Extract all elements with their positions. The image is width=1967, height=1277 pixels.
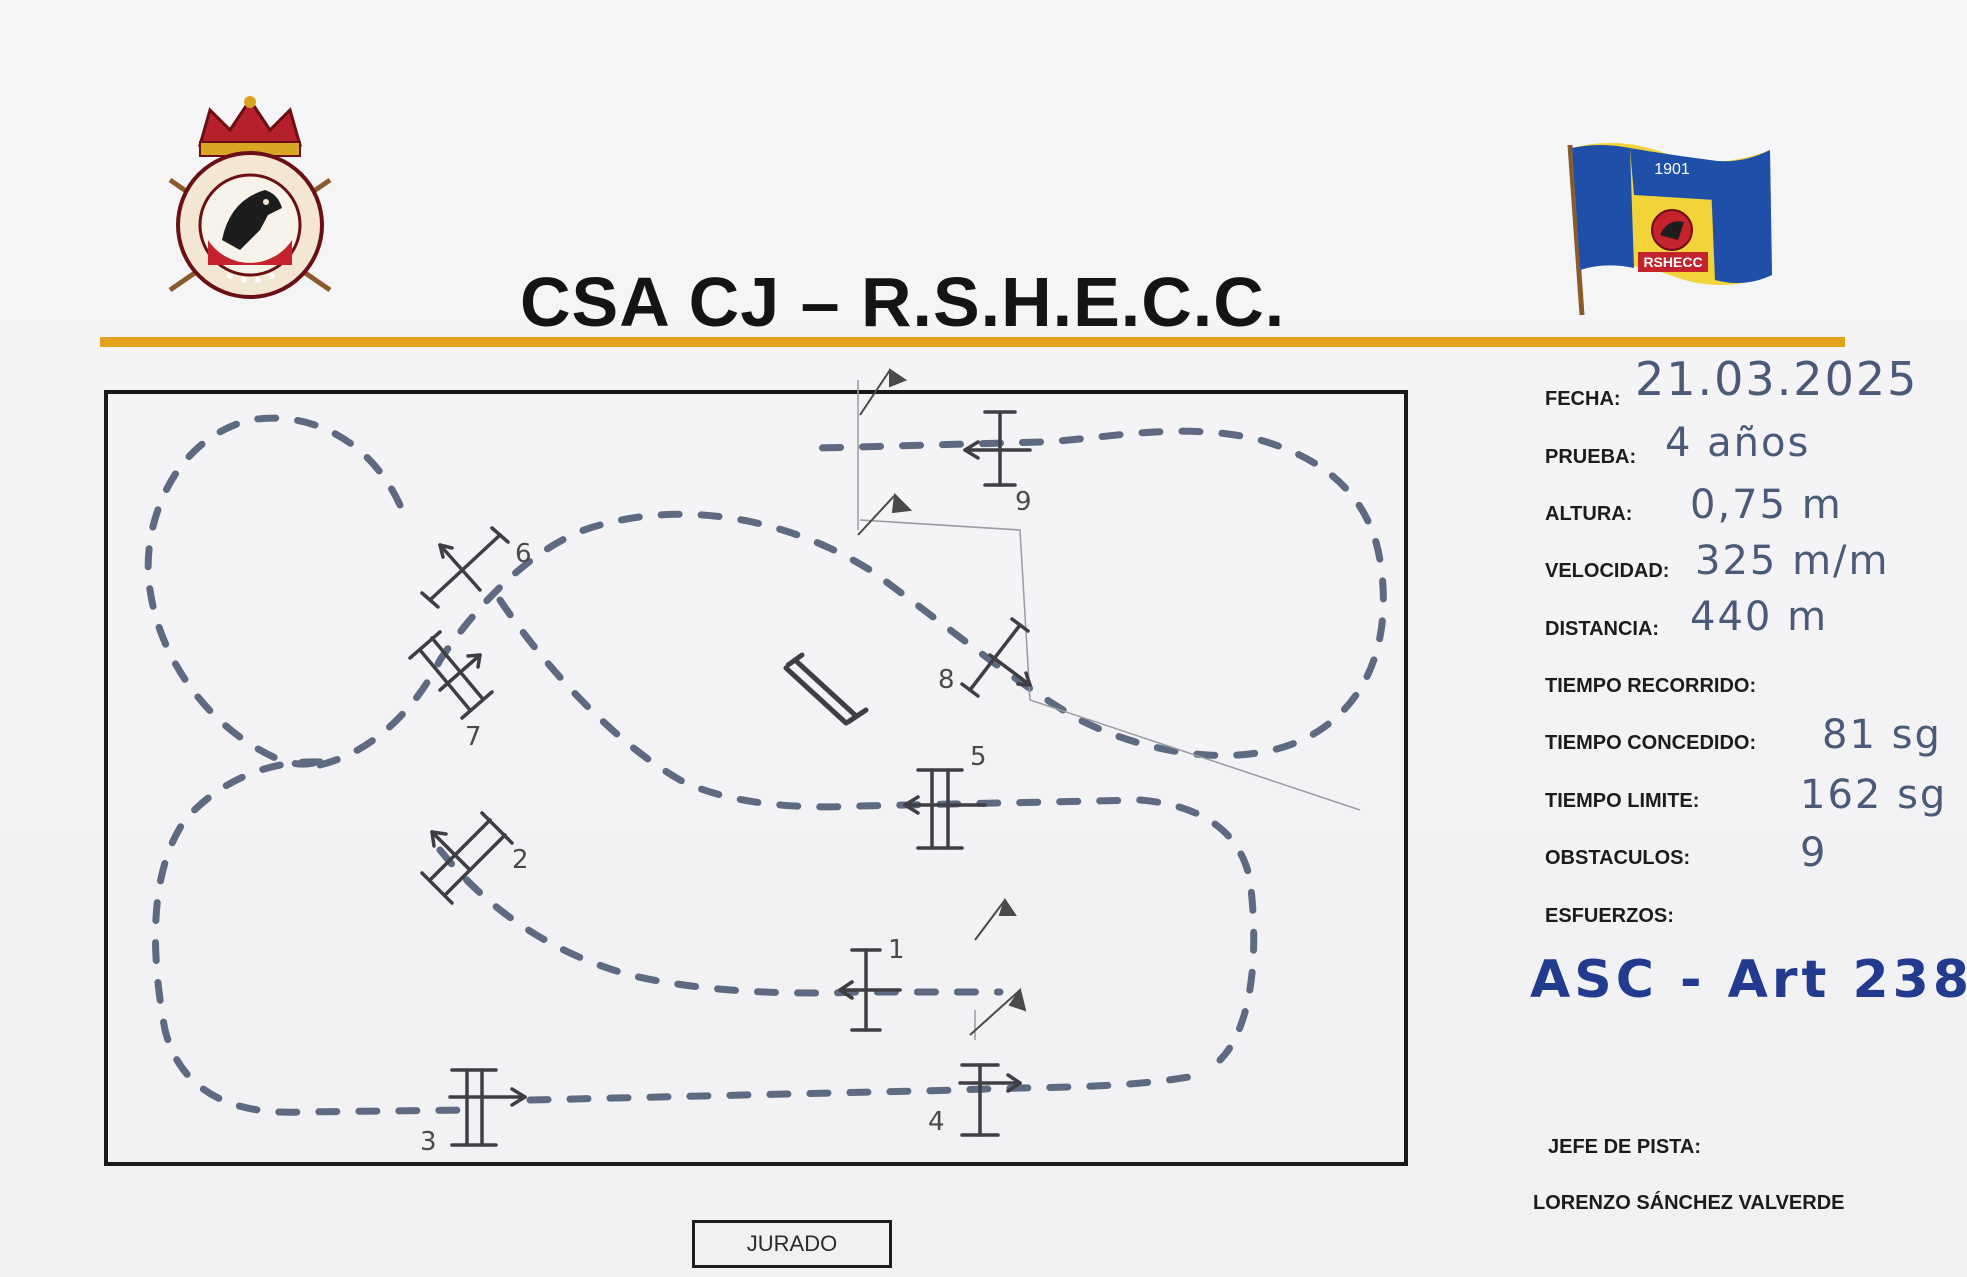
obstacle-number-1: 1 xyxy=(888,935,905,965)
tiempo-concedido-label: TIEMPO CONCEDIDO: xyxy=(1545,732,1757,754)
obstacle-number-9: 9 xyxy=(1015,487,1032,517)
obstaculos-value: 9 xyxy=(1800,830,1828,876)
obstacle-number-2: 2 xyxy=(512,845,529,875)
obstacle-4-icon xyxy=(958,1063,1022,1137)
page-title: CSA CJ – R.S.H.E.C.C. xyxy=(520,263,1286,341)
rshecc-flag-logo: 1901 RSHECC xyxy=(1560,140,1780,320)
prueba-value: 4 años xyxy=(1665,420,1811,466)
obstacle-3-icon xyxy=(448,1068,527,1147)
chief-label: JEFE DE PISTA: xyxy=(1548,1136,1701,1158)
article-reference: ASC - Art 238.1 xyxy=(1530,950,1967,1010)
tiempo-limite-value: 162 sg xyxy=(1800,772,1948,818)
obstacle-8-icon xyxy=(960,617,1032,698)
chief-name: LORENZO SÁNCHEZ VALVERDE xyxy=(1533,1192,1845,1214)
obstacle-number-6: 6 xyxy=(515,539,532,569)
obstacle-number-3: 3 xyxy=(420,1127,437,1157)
obstacle-1-icon xyxy=(838,948,902,1032)
fecha-value: 21.03.2025 xyxy=(1635,352,1919,406)
distancia-value: 440 m xyxy=(1690,594,1829,640)
tiempo-limite-label: TIEMPO LIMITE: xyxy=(1545,790,1700,812)
jury-label: JURADO xyxy=(746,1231,838,1256)
flag-brand-text: RSHECC xyxy=(1643,254,1702,270)
finish-flag-icon xyxy=(969,897,1027,1036)
obstacle-6-icon xyxy=(420,526,510,609)
pencil-guides xyxy=(857,380,1361,1040)
fhm-crest-logo xyxy=(160,90,340,310)
obstacle-2-icon xyxy=(420,811,514,905)
route-path xyxy=(144,414,1387,1116)
velocidad-label: VELOCIDAD: xyxy=(1545,560,1670,582)
jury-box: JURADO xyxy=(692,1220,892,1268)
start-flag-icon xyxy=(857,368,913,536)
obstacle-number-4: 4 xyxy=(928,1107,945,1137)
obstacle-number-5: 5 xyxy=(970,742,987,772)
obstaculos-label: OBSTACULOS: xyxy=(1545,847,1691,869)
obstacle-number-7: 7 xyxy=(465,722,482,752)
header-rule xyxy=(100,337,1845,347)
fecha-label: FECHA: xyxy=(1545,388,1621,410)
distancia-label: DISTANCIA: xyxy=(1545,618,1660,640)
arena-border xyxy=(104,390,1408,1166)
velocidad-value: 325 m/m xyxy=(1695,538,1890,584)
tiempo-concedido-value: 81 sg xyxy=(1822,712,1942,758)
prueba-label: PRUEBA: xyxy=(1545,446,1637,468)
altura-value: 0,75 m xyxy=(1690,482,1843,528)
obstacle-number-8: 8 xyxy=(938,665,955,695)
obstacle-5-icon xyxy=(903,768,987,850)
unnumbered-fence-icon xyxy=(783,652,869,726)
obstacle-7-icon xyxy=(408,630,494,720)
esfuerzos-label: ESFUERZOS: xyxy=(1545,905,1674,927)
tiempo-recorrido-label: TIEMPO RECORRIDO: xyxy=(1545,675,1757,697)
flag-year-text: 1901 xyxy=(1654,161,1690,178)
altura-label: ALTURA: xyxy=(1545,503,1633,525)
obstacle-9-icon xyxy=(963,410,1032,487)
